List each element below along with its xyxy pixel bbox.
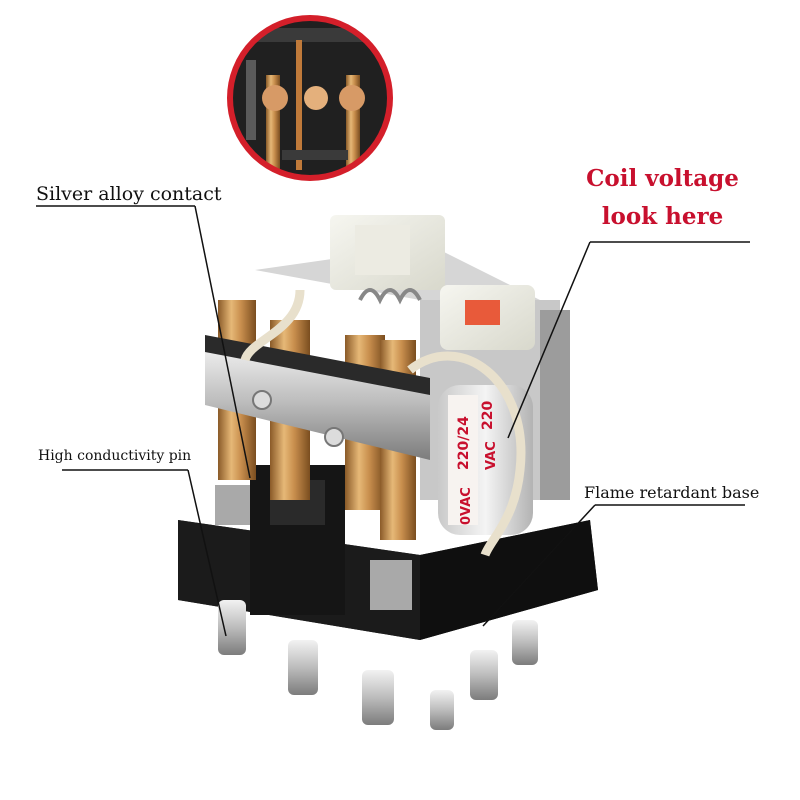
silver-alloy-contact-label: Silver alloy contact [36, 183, 222, 205]
coil-unit-print-b: VAC [484, 441, 499, 470]
coil-voltage-callout: Coil voltage look here [580, 160, 745, 236]
coil-voltage-print: 220/24 [456, 416, 472, 470]
actuator-cover [330, 215, 535, 350]
steel-crossbar [205, 335, 430, 460]
coil-voltage-line1: Coil voltage [586, 165, 739, 192]
high-conductivity-pin-label: High conductivity pin [38, 448, 192, 464]
leader-coil [507, 241, 591, 439]
coil-voltage-line2: look here [601, 203, 724, 230]
leader-lines [36, 205, 750, 637]
contact-closeup-inset [227, 15, 393, 181]
coil-voltage-print-b: 220 [480, 401, 496, 430]
flame-retardant-base-label: Flame retardant base [584, 483, 760, 502]
relay-coil: 220/24 220 0VAC VAC [438, 385, 533, 535]
flame-retardant-base [178, 465, 598, 640]
leader-silver [194, 205, 251, 479]
coil-unit-print: 0VAC [459, 487, 474, 525]
coil-wires [240, 289, 526, 557]
leader-flame [482, 504, 596, 627]
leader-pin [187, 469, 227, 637]
high-conductivity-pins [218, 600, 538, 730]
